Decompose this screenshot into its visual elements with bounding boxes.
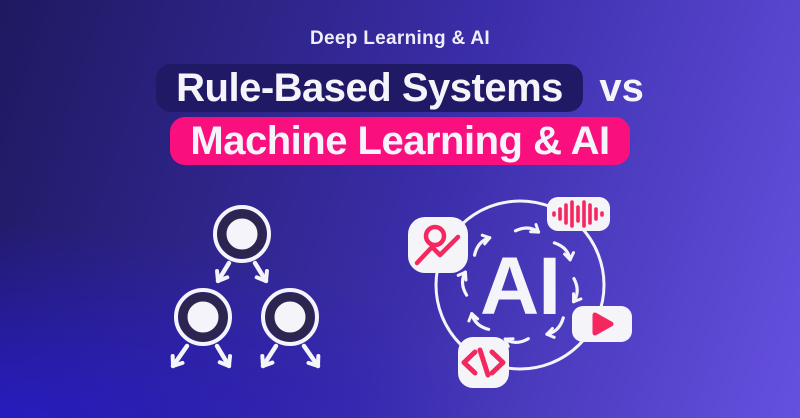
tree-node-root bbox=[213, 205, 271, 263]
kicker-label: Deep Learning & AI bbox=[310, 28, 490, 49]
image-icon bbox=[408, 217, 468, 273]
tree-branch-arrows bbox=[170, 260, 321, 369]
title-line-1: Rule-Based Systems vs bbox=[0, 64, 800, 112]
rule-based-pill: Rule-Based Systems bbox=[156, 64, 583, 112]
title-line-2: Machine Learning & AI bbox=[0, 117, 800, 165]
video-play-icon bbox=[572, 306, 632, 342]
decision-tree-diagram bbox=[170, 205, 321, 369]
code-icon bbox=[458, 337, 509, 388]
machine-learning-pill: Machine Learning & AI bbox=[170, 117, 630, 165]
cycle-circle bbox=[434, 199, 606, 371]
tree-node-left bbox=[174, 288, 232, 346]
vs-label: vs bbox=[599, 66, 644, 110]
ai-center-label: AI bbox=[480, 241, 560, 332]
cycle-arrows bbox=[456, 223, 583, 348]
tree-node-right bbox=[261, 288, 319, 346]
audio-waveform-icon bbox=[547, 197, 610, 231]
ai-cycle-diagram: AI bbox=[408, 197, 632, 388]
